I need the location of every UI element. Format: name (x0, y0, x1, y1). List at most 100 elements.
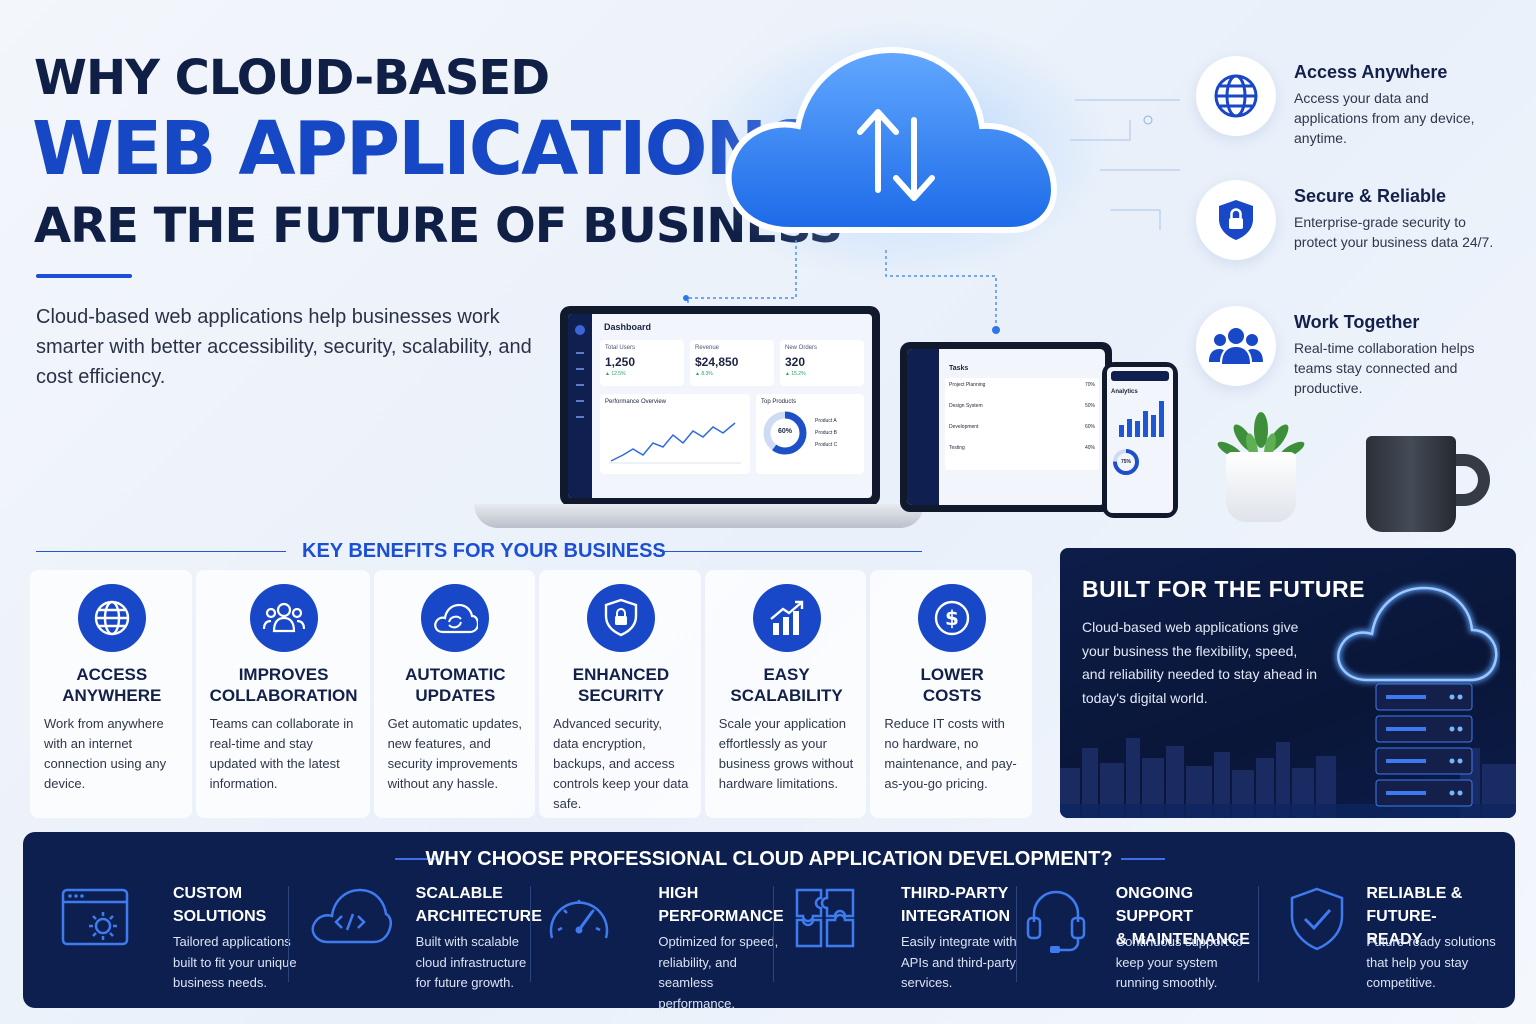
feature-icon-circle (1196, 180, 1276, 260)
benefit-title: EASY SCALABILITY (730, 665, 843, 705)
benefit-card: EASY SCALABILITY Scale your application … (704, 570, 867, 818)
feature-title: Work Together (1294, 312, 1420, 332)
feature-access-anywhere: Access Anywhere Access your data and app… (1196, 56, 1516, 166)
team-icon (249, 584, 318, 652)
feature-title: Secure & Reliable (1294, 186, 1447, 206)
stat-delta: ▲ 12.5% (605, 371, 626, 377)
stat-card: Revenue $24,850 ▲ 8.3% (690, 340, 774, 386)
stat-card: New Orders 320 ▲ 15.2% (780, 340, 864, 386)
choose-item: SCALABLE ARCHITECTURE Built with scalabl… (287, 882, 542, 992)
choose-item-desc: Continuous support to keep your system r… (1115, 934, 1243, 990)
future-panel: BUILT FOR THE FUTURE Cloud-based web app… (1060, 548, 1516, 818)
choose-item-title: THIRD-PARTY INTEGRATION (901, 885, 1011, 925)
future-desc: Cloud-based web applications give your b… (1082, 619, 1318, 706)
headset-icon (1026, 890, 1085, 953)
benefit-title: ENHANCED SECURITY (572, 665, 670, 705)
choose-item: RELIABLE & FUTURE-READY Future-ready sol… (1258, 882, 1501, 992)
cloud-sync-hero-icon (725, 46, 1058, 233)
choose-heading-line-right (1121, 858, 1165, 860)
team-icon (1209, 328, 1263, 364)
feature-title: Access Anywhere (1294, 62, 1448, 82)
title-underline (36, 274, 132, 278)
stat-delta: ▲ 8.3% (695, 371, 713, 377)
benefits-row: ACCESS ANYWHERE Work from anywhere with … (30, 570, 1032, 818)
performance-label: Performance Overview (605, 399, 667, 405)
future-title: BUILT FOR THE FUTURE (1082, 576, 1365, 602)
choose-item-title: HIGH PERFORMANCE (658, 885, 784, 925)
gear-window-icon (61, 888, 129, 946)
choose-item-title: SCALABLE ARCHITECTURE (415, 885, 542, 925)
stat-value: 1,250 (605, 355, 636, 369)
benefit-desc: Advanced security, data encryption, back… (553, 716, 689, 811)
task-pct: 50% (1084, 403, 1095, 409)
product-label: Product C (815, 442, 838, 448)
performance-line-chart (609, 422, 741, 464)
benefit-title: IMPROVES COLLABORATION (209, 665, 358, 705)
product-label: Product A (815, 418, 837, 424)
choose-item-desc: Future-ready solutions that help you sta… (1366, 934, 1496, 990)
title-line-3: ARE THE FUTURE OF BUSINESS (34, 198, 843, 254)
benefit-desc: Teams can collaborate in real-time and s… (209, 716, 354, 791)
benefit-desc: Reduce IT costs with no hardware, no mai… (884, 716, 1017, 791)
feature-desc: Access your data and applications from a… (1294, 90, 1475, 146)
tablet-sidebar (907, 349, 939, 505)
choose-item: THIRD-PARTY INTEGRATION Easily integrate… (773, 882, 1017, 992)
task-pct: 40% (1084, 445, 1095, 451)
choose-item: HIGH PERFORMANCE Optimized for speed, re… (530, 882, 784, 1011)
feature-work-together: Work Together Real-time collaboration he… (1196, 306, 1516, 416)
feature-icon-circle (1196, 56, 1276, 136)
choose-item-title: CUSTOM SOLUTIONS (173, 885, 267, 925)
phone-header (1111, 371, 1169, 381)
stat-label: New Orders (785, 345, 818, 351)
donut-value: 60% (777, 428, 792, 435)
task-pct: 70% (1084, 382, 1095, 388)
shield-lock-icon (586, 584, 655, 652)
donut-value: 75% (1120, 459, 1131, 465)
benefit-card: IMPROVES COLLABORATION Teams can collabo… (195, 570, 370, 818)
choose-item: CUSTOM SOLUTIONS Tailored applications b… (45, 882, 297, 992)
benefits-heading-line-right (660, 551, 922, 552)
title-line-2: WEB APPLICATIONS (32, 106, 819, 192)
stat-value: 320 (785, 355, 806, 369)
analytics-heading: Analytics (1111, 389, 1138, 395)
stat-label: Revenue (695, 345, 720, 351)
benefit-card: $ LOWER COSTS Reduce IT costs with no ha… (870, 570, 1032, 818)
intro-text: Cloud-based web applications help busine… (36, 306, 532, 388)
benefit-card: ENHANCED SECURITY Advanced security, dat… (539, 570, 701, 818)
task-pct: 60% (1084, 424, 1095, 430)
benefit-title: LOWER COSTS (920, 665, 984, 705)
choose-item-desc: Optimized for speed, reliability, and se… (658, 934, 779, 1011)
feature-desc: Real-time collaboration helps teams stay… (1294, 340, 1475, 396)
performance-panel: Performance Overview (600, 394, 750, 474)
benefits-heading: KEY BENEFITS FOR YOUR BUSINESS (302, 540, 666, 562)
why-choose-panel: WHY CHOOSE PROFESSIONAL CLOUD APPLICATIO… (23, 832, 1515, 1011)
choose-heading-line-left (395, 858, 439, 860)
growth-chart-icon (752, 584, 821, 652)
stat-label: Total Users (605, 345, 636, 351)
stat-delta: ▲ 15.2% (785, 371, 806, 377)
shield-check-icon (1291, 887, 1344, 951)
puzzle-icon (795, 888, 855, 948)
dashboard-sidebar (568, 314, 592, 498)
tasks-heading: Tasks (949, 365, 969, 372)
benefits-heading-line-left (36, 551, 286, 552)
svg-text:$: $ (945, 606, 959, 630)
benefit-title: ACCESS ANYWHERE (62, 665, 162, 705)
benefit-desc: Scale your application effortlessly as y… (718, 716, 854, 791)
choose-item-title: RELIABLE & FUTURE-READY (1366, 885, 1463, 948)
benefit-title: AUTOMATIC UPDATES (405, 665, 506, 705)
top-products-label: Top Products (761, 399, 797, 405)
benefit-card: ACCESS ANYWHERE Work from anywhere with … (30, 570, 192, 818)
choose-item-title: ONGOING SUPPORT & MAINTENANCE (1115, 885, 1250, 948)
coffee-mug (1366, 436, 1456, 532)
benefit-desc: Work from anywhere with an internet conn… (44, 716, 167, 791)
choose-item: ONGOING SUPPORT & MAINTENANCE Continuous… (1015, 882, 1259, 992)
shield-lock-icon (1219, 200, 1253, 240)
feature-desc: Enterprise-grade security to protect you… (1294, 214, 1494, 250)
laptop-device: Dashboard Total Users 1,250 ▲ 12.5% Reve… (560, 306, 880, 506)
speedometer-icon (550, 900, 609, 939)
